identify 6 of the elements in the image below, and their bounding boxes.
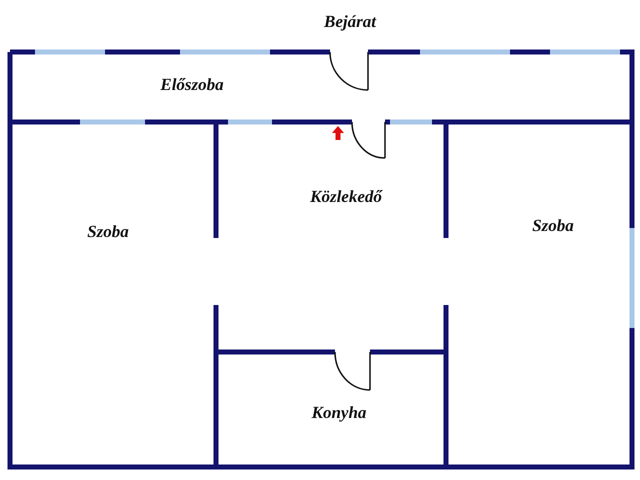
room-label: Szoba [532, 216, 574, 236]
room-label: Előszoba [160, 75, 224, 95]
room-label: Konyha [312, 403, 366, 423]
room-label: Szoba [87, 222, 129, 242]
room-label: Közlekedő [310, 187, 382, 207]
entrance-label: Bejárat [324, 12, 376, 32]
